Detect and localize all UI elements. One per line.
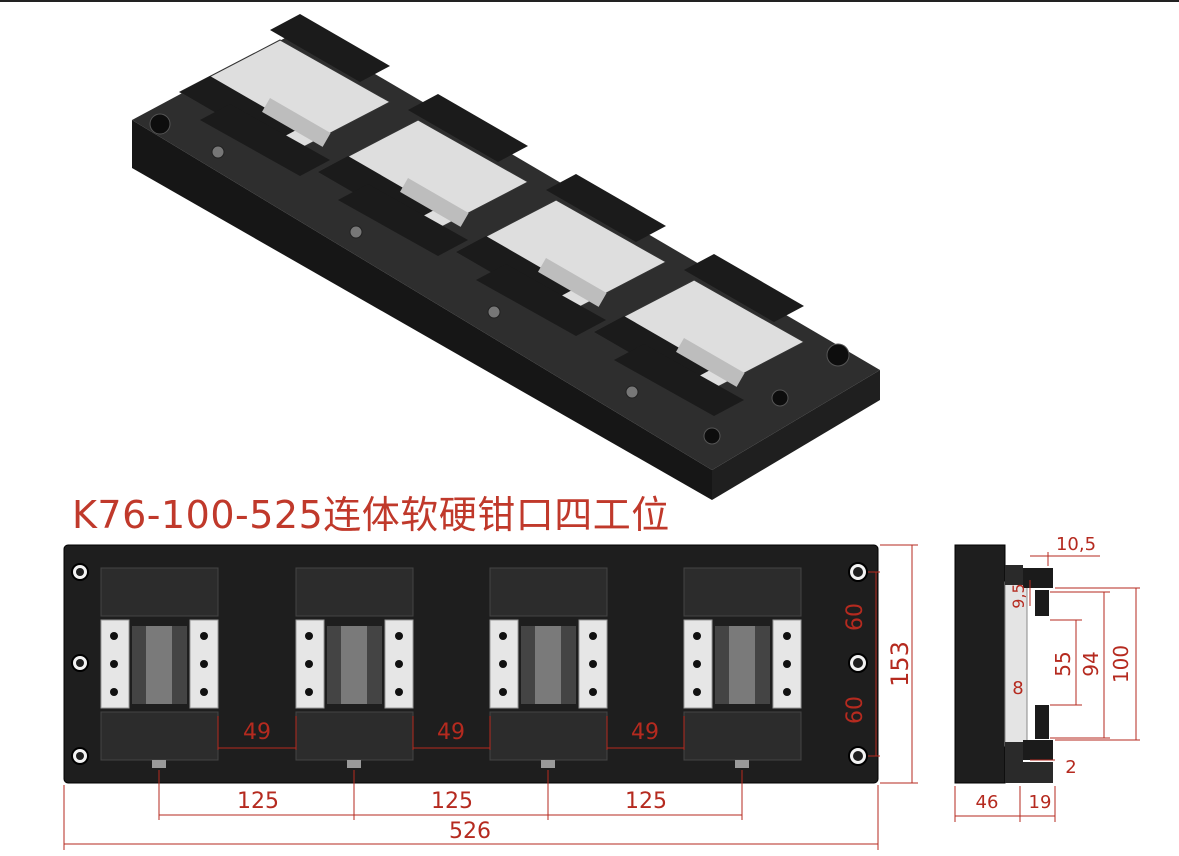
dim-side-55: 55 (1051, 651, 1075, 676)
dim-hole-pitch-1: 60 (843, 603, 868, 631)
side-base (954, 544, 1006, 784)
dim-height-total: 153 (886, 641, 914, 687)
dim-pitch-3: 125 (625, 789, 667, 814)
top-border (0, 0, 1179, 2)
plan-vise-3 (489, 567, 608, 761)
mount-hole-top (149, 113, 171, 135)
base-plate-front (712, 370, 880, 500)
mount-hole-bottom (826, 343, 850, 367)
dim-side-95: 9,5 (1009, 583, 1028, 608)
dim-pitch-1: 125 (237, 789, 279, 814)
dim-side-jaw: 19 (1029, 792, 1052, 813)
drawing-title: K76-100-525连体软硬钳口四工位 (72, 493, 670, 537)
vise-station-4 (592, 254, 806, 416)
dim-side-width: 46 (976, 792, 999, 813)
dim-pitch-2: 125 (431, 789, 473, 814)
plan-dimension-lines (63, 544, 918, 850)
vise-station-3 (454, 174, 668, 336)
dim-hole-pitch-2: 60 (843, 696, 868, 724)
base-plate-side (132, 120, 712, 500)
vise-station-2 (316, 94, 530, 256)
dim-gap-1: 49 (243, 720, 271, 745)
mount-hole-mid (771, 389, 789, 407)
dim-side-8: 8 (1012, 678, 1023, 699)
plan-vise-2 (295, 567, 414, 761)
mount-hole-end (703, 427, 721, 445)
side-jaw-bottom (1005, 705, 1053, 762)
plan-base-plate (63, 544, 879, 784)
side-dimension-lines (954, 552, 1140, 822)
plan-vise-4 (683, 567, 802, 761)
vise-station-1 (178, 14, 392, 176)
dim-gap-3: 49 (631, 720, 659, 745)
plan-vise-1 (100, 567, 219, 761)
dim-total-length: 526 (449, 819, 491, 844)
dim-side-2: 2 (1065, 757, 1076, 778)
dim-gap-2: 49 (437, 720, 465, 745)
dim-side-94: 94 (1079, 651, 1103, 676)
dim-side-top: 10,5 (1056, 534, 1096, 555)
dim-side-100: 100 (1109, 645, 1133, 683)
